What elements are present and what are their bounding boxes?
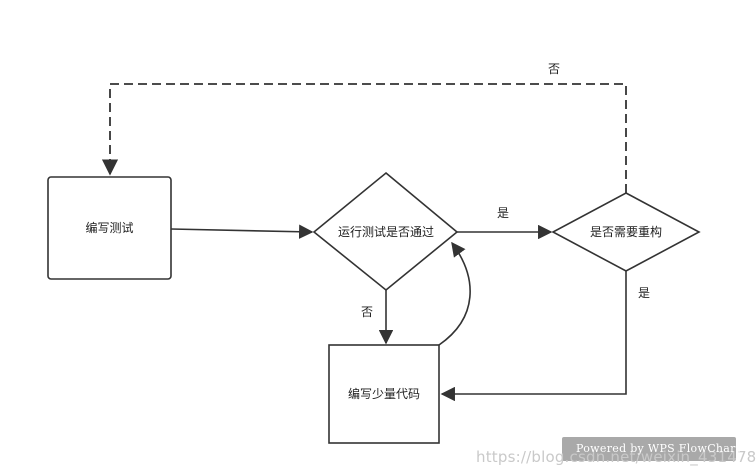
node-run-test[interactable]: 运行测试是否通过	[312, 171, 459, 292]
watermark-url: https://blog.csdn.net/weixin_43147867	[476, 448, 756, 466]
node-write-code-label: 编写少量代码	[348, 386, 420, 401]
edge-refactor-to-write-code	[440, 271, 627, 402]
node-write-test-label: 编写测试	[85, 220, 133, 235]
edge-label-refactor-to-test: 否	[548, 62, 560, 76]
edge-label-refactor-to-code: 是	[638, 286, 650, 300]
node-write-test-shape	[47, 176, 172, 280]
node-write-test[interactable]: 编写测试	[47, 176, 172, 280]
node-need-refactor[interactable]: 是否需要重构	[551, 192, 701, 272]
node-need-refactor-label: 是否需要重构	[590, 224, 662, 239]
node-write-code[interactable]: 编写少量代码	[328, 344, 440, 444]
node-run-test-label: 运行测试是否通过	[338, 224, 434, 239]
edge-label-run-to-code: 否	[361, 305, 373, 319]
edge-refactor-to-write-test	[101, 83, 627, 193]
watermark-badge	[562, 437, 736, 461]
edge-write-test-to-run-test	[170, 224, 314, 239]
edge-write-code-to-run-test	[438, 241, 471, 346]
edge-label-run-to-refactor: 是	[497, 206, 509, 220]
node-write-code-shape	[328, 344, 440, 444]
node-need-refactor-shape	[551, 192, 701, 272]
watermark-badge-text: Powered by WPS FlowChart	[576, 442, 741, 455]
node-run-test-shape	[312, 171, 459, 292]
